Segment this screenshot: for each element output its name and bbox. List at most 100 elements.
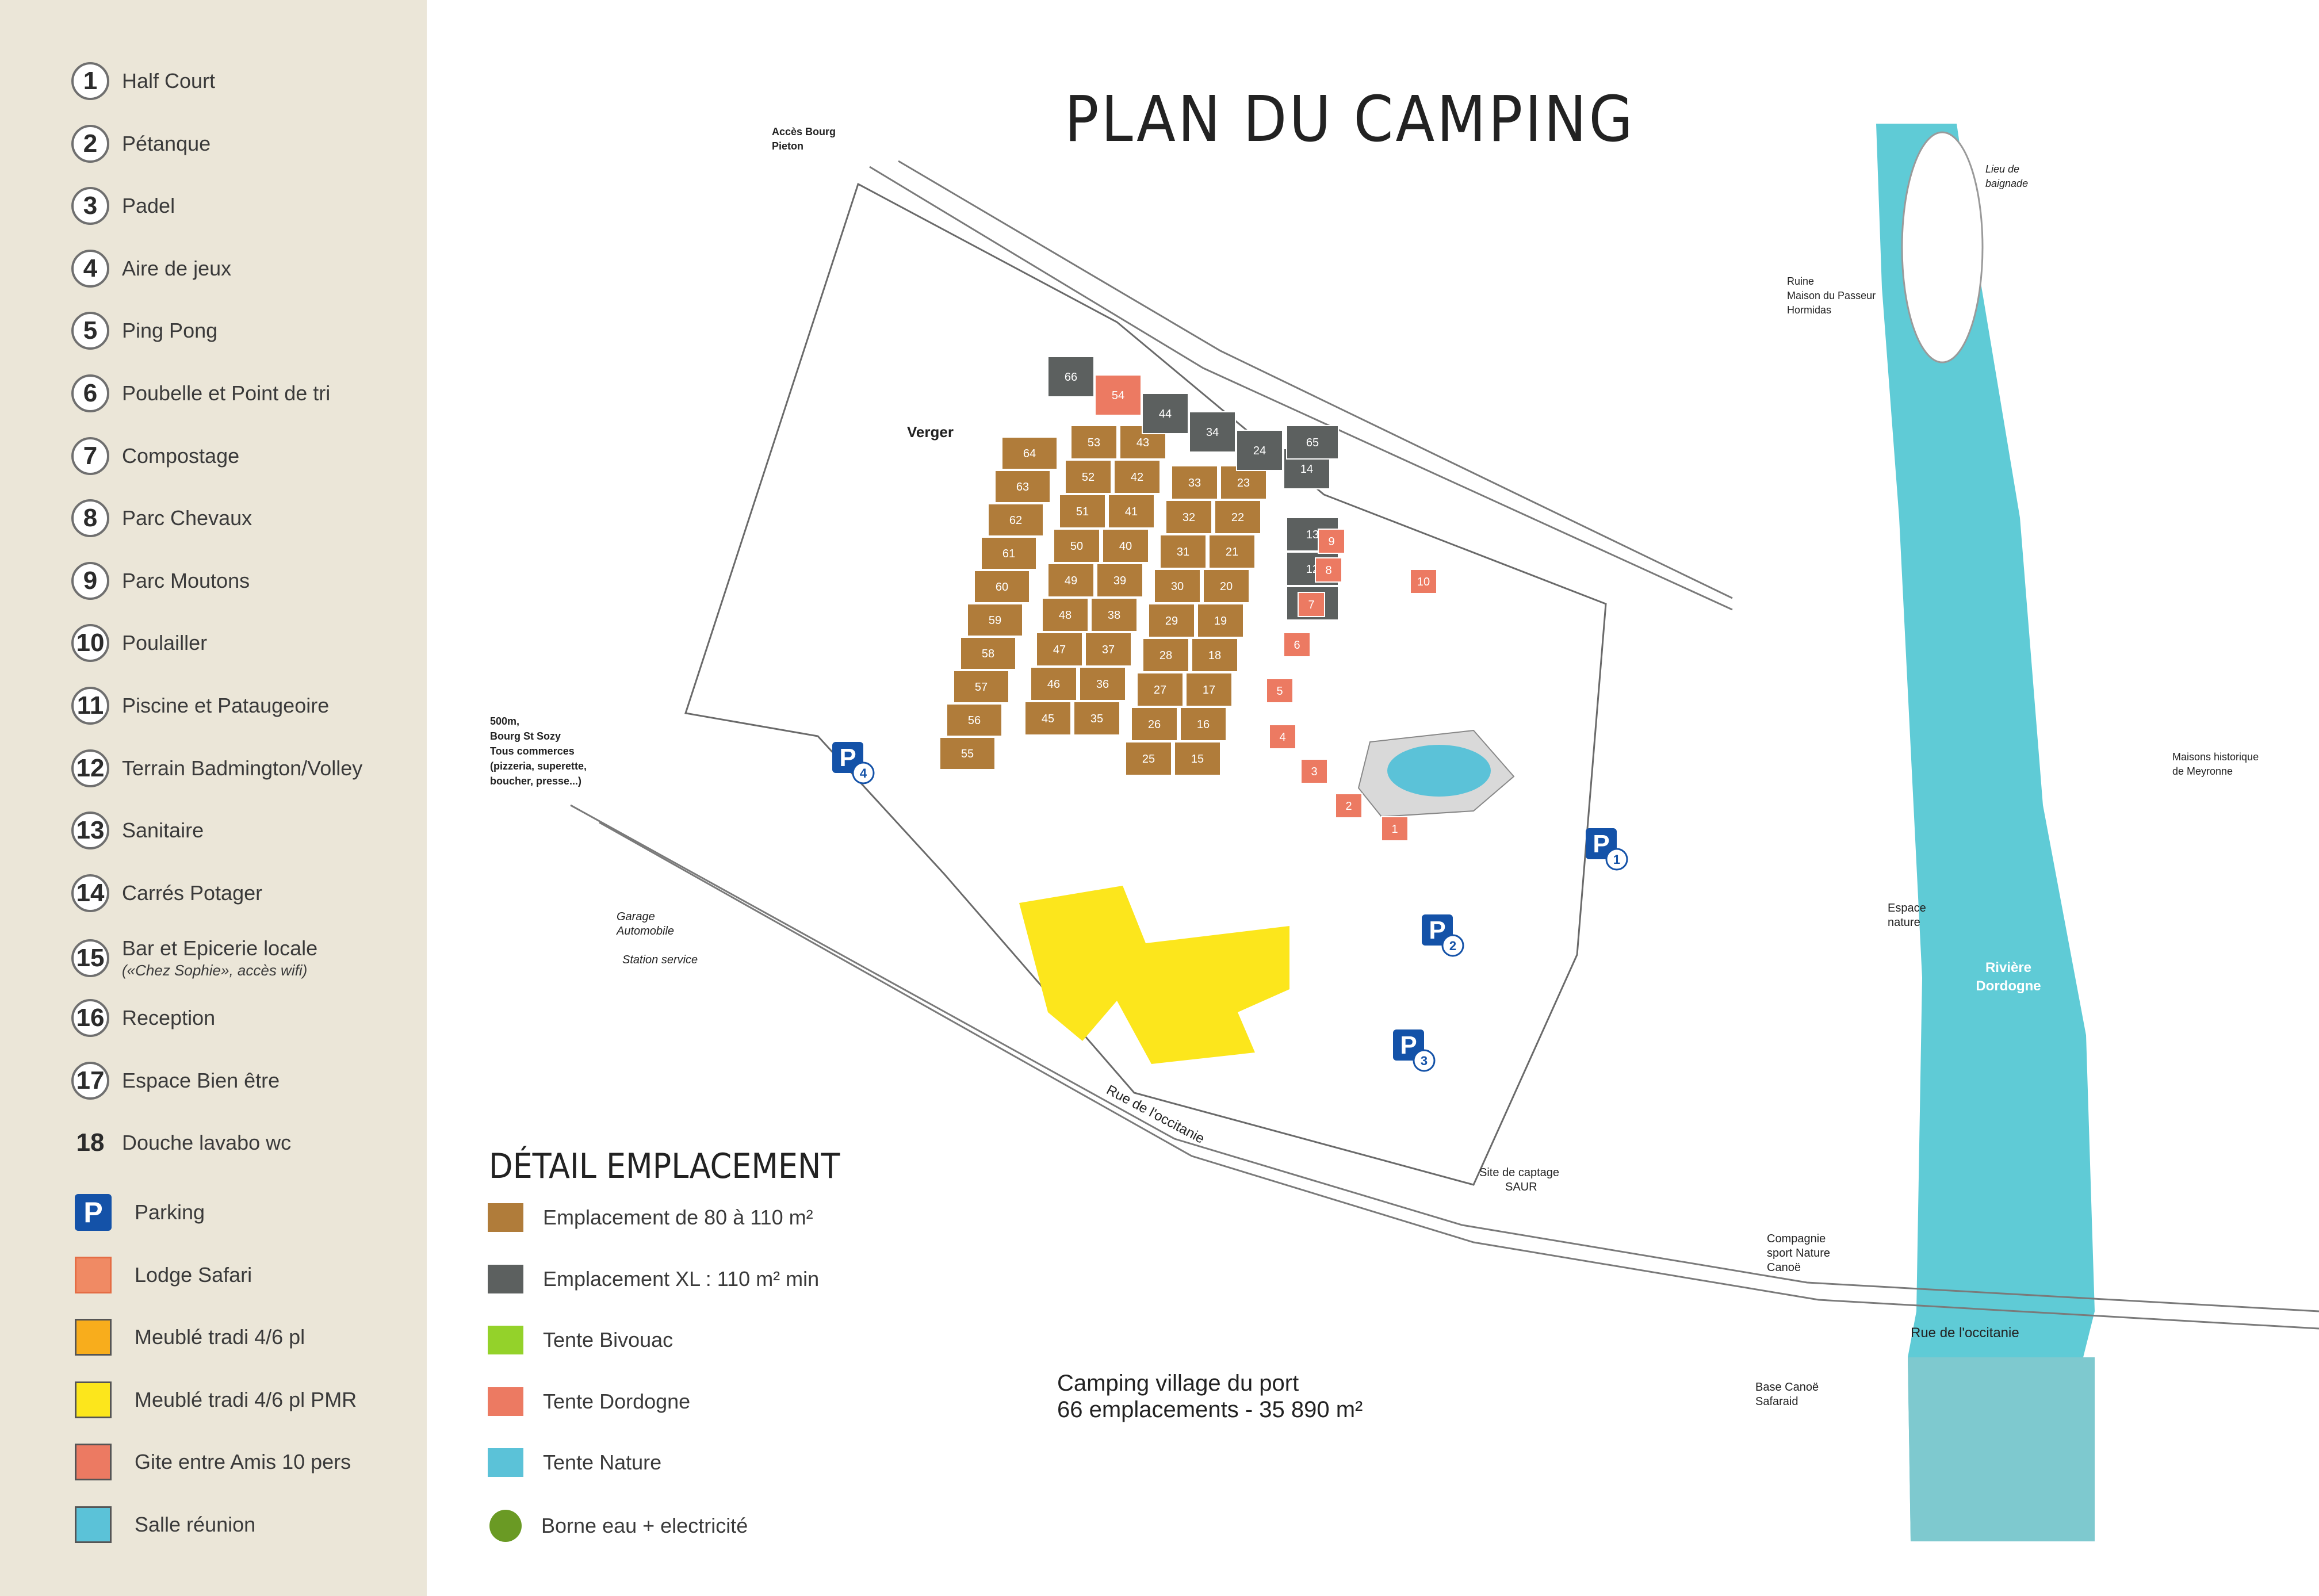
- legend-number: 18: [76, 1128, 105, 1157]
- pitch-number: 17: [1203, 684, 1215, 696]
- label-bourg-3: Tous commerces: [490, 745, 575, 757]
- pitch-number: 1: [1391, 823, 1398, 836]
- legend-number: 9: [71, 561, 109, 600]
- camping-map: PLAN DU CAMPING Accès Bourg Pieton Verge…: [489, 82, 2319, 1541]
- pitch-shape: [1085, 632, 1132, 667]
- pitch-number: 33: [1188, 477, 1201, 489]
- pitch-number: 36: [1096, 678, 1109, 691]
- detail-label: Tente Nature: [543, 1450, 662, 1474]
- pitch-shape: [1381, 816, 1409, 841]
- parking-number-badge: [1413, 1049, 1436, 1072]
- pitch: 29: [1148, 603, 1195, 638]
- pitch-shape: [960, 637, 1016, 670]
- detail-swatch: [488, 1326, 523, 1354]
- accommodation-label: Lodge Safari: [135, 1262, 252, 1287]
- pitch: 15: [1174, 741, 1221, 776]
- pitch-shape: [946, 703, 1002, 737]
- pitch-shape: [1113, 460, 1161, 494]
- legend-sublabel: («Chez Sophie», accès wifi): [122, 962, 308, 979]
- pitch-number: 35: [1090, 713, 1103, 725]
- pitch-shape: [1236, 430, 1283, 471]
- pitch-number: 30: [1171, 580, 1184, 593]
- pitch-number: 38: [1108, 609, 1120, 622]
- pitch: 17: [1185, 672, 1233, 707]
- detail-label: Tente Bivouac: [543, 1328, 673, 1352]
- road-north-inner: [898, 160, 1733, 599]
- pitch-shape: [1174, 741, 1221, 776]
- pitch-shape: [988, 503, 1044, 537]
- parking-letter: P: [1429, 916, 1445, 944]
- pitch-number: 49: [1065, 575, 1077, 587]
- pitch: 24: [1236, 430, 1283, 471]
- pitch-number: 41: [1125, 506, 1138, 518]
- label-ruine-2: Maison du Passeur: [1787, 290, 1876, 301]
- pitch-shape: [1269, 724, 1296, 749]
- meuble-pmr-building: [1019, 886, 1289, 1064]
- pitch-shape: [1197, 603, 1244, 638]
- legend-number: 12: [71, 749, 109, 787]
- label-riviere: Rivière: [1985, 960, 2031, 975]
- legend-number: 17: [71, 1061, 109, 1100]
- pitch-number: 23: [1237, 477, 1250, 489]
- pitch-number: 53: [1088, 437, 1100, 449]
- label-canoe: Canoë: [1767, 1261, 1801, 1274]
- river-dordogne: [1876, 124, 2095, 1541]
- legend-label-text: Poulailler: [122, 631, 208, 655]
- pitch-number: 58: [982, 648, 994, 660]
- pitch-shape: [1095, 374, 1142, 416]
- legend-label: Ping Pong: [122, 319, 217, 343]
- pitch: 37: [1085, 632, 1132, 667]
- pitch-shape: [1053, 529, 1100, 563]
- label-baignade-2: baignade: [1985, 178, 2028, 189]
- accommodation-label: Meublé tradi 4/6 pl PMR: [135, 1387, 357, 1411]
- legend-item-9: 9 Parc Moutons: [71, 561, 250, 600]
- pitch-number: 8: [1325, 564, 1331, 577]
- pitch: 60: [974, 570, 1030, 603]
- accommodation-label: Meublé tradi 4/6 pl: [135, 1325, 305, 1349]
- pitch-number: 40: [1119, 540, 1132, 553]
- pitches-group: 6463626160595857565553525150494847464543…: [939, 356, 1437, 841]
- pitch: 27: [1136, 672, 1184, 707]
- pitch-number: 5: [1276, 685, 1283, 698]
- legend-number: 15: [71, 939, 109, 977]
- pitch: 18: [1191, 638, 1238, 672]
- label-espace: Espace: [1888, 902, 1926, 914]
- pitch-shape: [1189, 411, 1236, 453]
- pitch-number: 25: [1142, 753, 1155, 766]
- legend-label-text: Parc Moutons: [122, 568, 250, 592]
- pitch-shape: [1298, 592, 1325, 617]
- pitch-number: 55: [961, 748, 974, 760]
- label-bourg-1: 500m,: [490, 715, 519, 727]
- label-meyronne: de Meyronne: [2172, 766, 2233, 777]
- pitch-number: 28: [1160, 649, 1172, 662]
- pitch: 55: [939, 737, 996, 770]
- pitch: 62: [988, 503, 1044, 537]
- pitch: 40: [1102, 529, 1149, 563]
- detail-label: Emplacement de 80 à 110 m²: [543, 1205, 813, 1229]
- pitch-number: 60: [996, 581, 1008, 594]
- pitch-number: 64: [1023, 447, 1036, 460]
- pitch-number: 37: [1102, 644, 1115, 656]
- pitch-shape: [1318, 529, 1345, 554]
- parking-letter: P: [839, 744, 856, 772]
- legend-label-text: Ping Pong: [122, 319, 218, 343]
- legend-label: Parc Moutons: [122, 569, 250, 593]
- detail-item: Tente Bivouac: [488, 1326, 673, 1354]
- pitch-shape: [1125, 741, 1172, 776]
- label-ruine-3: Hormidas: [1787, 304, 1831, 316]
- legend-label: Pétanque: [122, 132, 211, 156]
- label-saur: Site de captage: [1479, 1166, 1559, 1179]
- legend-number: 8: [71, 499, 109, 538]
- legend-label: Poubelle et Point de tri: [122, 381, 330, 405]
- pitch-number: 29: [1165, 615, 1178, 627]
- pitch-shape: [1208, 534, 1256, 569]
- pitch-number: 59: [989, 614, 1001, 627]
- pitch: 42: [1113, 460, 1161, 494]
